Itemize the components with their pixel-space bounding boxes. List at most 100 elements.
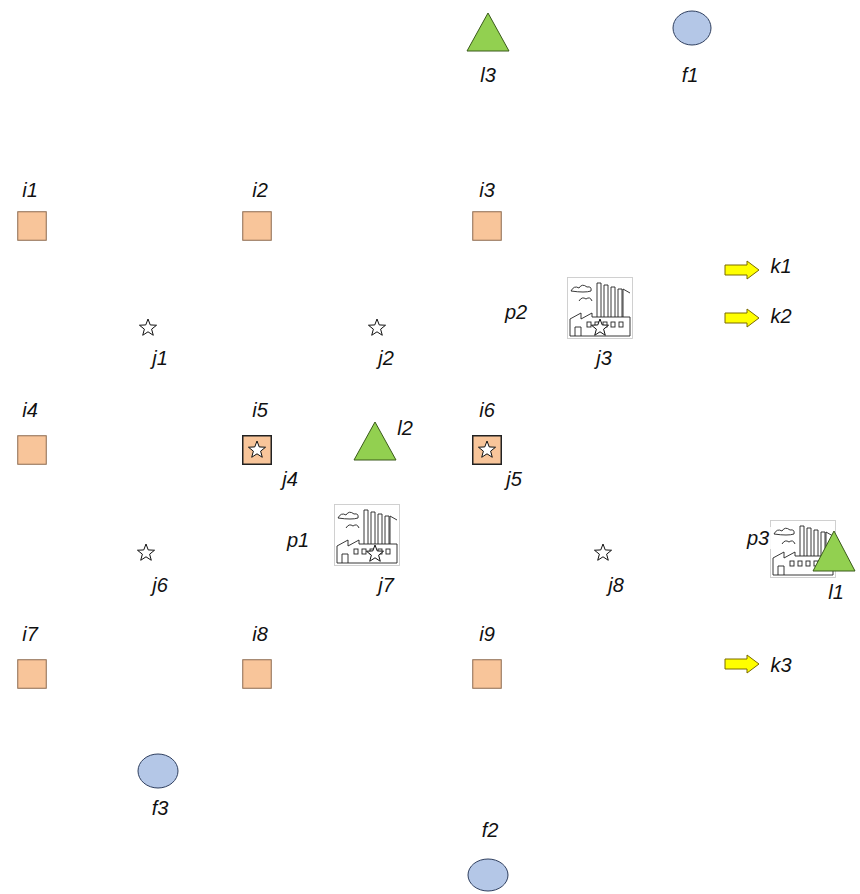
plant-icon: p1j7 bbox=[334, 504, 400, 566]
node-label: f3 bbox=[150, 797, 171, 819]
node-label: l1 bbox=[826, 581, 846, 603]
node-label: l3 bbox=[478, 64, 498, 86]
landmark-triangle-shape bbox=[353, 421, 397, 461]
candidate-star-outline bbox=[478, 441, 495, 457]
entry-arrow: k2 bbox=[724, 308, 760, 328]
candidate-star: j2 bbox=[367, 317, 387, 337]
node-label: l2 bbox=[395, 417, 415, 439]
site-square-outline bbox=[473, 660, 502, 689]
site-square: i8 bbox=[242, 659, 272, 689]
site-square: i1 bbox=[17, 211, 47, 241]
site-square: i4 bbox=[17, 435, 47, 465]
node-label: j8 bbox=[606, 574, 626, 596]
site-square-shape bbox=[17, 659, 47, 689]
node-label: j4 bbox=[280, 468, 300, 490]
site-square: i3 bbox=[472, 211, 502, 241]
candidate-star: j7 bbox=[365, 543, 385, 563]
site-square-shape bbox=[242, 211, 272, 241]
candidate-star-shape bbox=[136, 542, 156, 562]
node-label: j7 bbox=[376, 574, 396, 596]
landmark-triangle-shape bbox=[812, 530, 856, 572]
entry-arrow: k1 bbox=[724, 260, 760, 280]
facility-circle-shape bbox=[467, 858, 509, 892]
node-label: f1 bbox=[680, 64, 701, 86]
landmark-triangle-outline bbox=[467, 13, 509, 51]
site-square: i2 bbox=[242, 211, 272, 241]
site-square-outline bbox=[473, 212, 502, 241]
plant-drawing bbox=[568, 278, 633, 339]
candidate-star: j5 bbox=[477, 439, 497, 459]
candidate-star-outline bbox=[591, 319, 608, 335]
candidate-star-outline bbox=[594, 544, 611, 560]
node-label: p1 bbox=[285, 529, 311, 551]
candidate-star: j6 bbox=[136, 542, 156, 562]
node-label: i1 bbox=[20, 179, 40, 201]
entry-arrow: k3 bbox=[724, 654, 760, 674]
site-square: i9 bbox=[472, 659, 502, 689]
site-square-outline bbox=[473, 436, 502, 465]
facility-circle: f2 bbox=[467, 858, 509, 892]
candidate-star-shape bbox=[593, 542, 613, 562]
candidate-star-shape bbox=[247, 439, 267, 459]
candidate-star-shape bbox=[138, 317, 158, 337]
node-label: j1 bbox=[150, 347, 170, 369]
candidate-star-outline bbox=[139, 319, 156, 335]
landmark-triangle-shape bbox=[466, 12, 510, 52]
entry-arrow-outline bbox=[725, 261, 759, 279]
node-label: k1 bbox=[768, 255, 793, 277]
plant-drawing bbox=[335, 505, 400, 566]
landmark-triangle: l1 bbox=[812, 530, 856, 572]
plant-icon-shape bbox=[334, 504, 400, 566]
node-label: j2 bbox=[376, 347, 396, 369]
site-square-shape bbox=[17, 435, 47, 465]
node-label: i9 bbox=[477, 623, 497, 645]
plant-icon: p3l1 bbox=[770, 520, 836, 578]
node-label: i4 bbox=[20, 399, 40, 421]
candidate-star-outline bbox=[368, 319, 385, 335]
candidate-star: j3 bbox=[590, 317, 610, 337]
landmark-triangle-outline bbox=[354, 422, 396, 460]
candidate-star-shape bbox=[477, 439, 497, 459]
node-label: i5 bbox=[250, 399, 270, 421]
node-label: k3 bbox=[768, 654, 793, 676]
facility-circle-outline bbox=[673, 11, 711, 45]
entry-arrow-shape bbox=[724, 308, 760, 328]
entry-arrow-outline bbox=[725, 309, 759, 327]
node-label: j6 bbox=[150, 574, 170, 596]
node-label: j3 bbox=[594, 347, 614, 369]
node-label: i2 bbox=[250, 179, 270, 201]
candidate-star-shape bbox=[590, 317, 610, 337]
candidate-star: j8 bbox=[593, 542, 613, 562]
site-square-outline bbox=[243, 212, 272, 241]
plant-icon: p2j3 bbox=[567, 277, 633, 339]
site-square: i7 bbox=[17, 659, 47, 689]
site-square-outline bbox=[18, 660, 47, 689]
candidate-star-outline bbox=[366, 545, 383, 561]
node-label: i6 bbox=[477, 399, 497, 421]
node-label: i7 bbox=[20, 623, 40, 645]
facility-circle-shape bbox=[137, 753, 179, 789]
node-label: p2 bbox=[503, 301, 529, 323]
landmark-triangle: l3 bbox=[466, 12, 510, 52]
node-label: p3 bbox=[745, 527, 771, 549]
node-label: i3 bbox=[477, 179, 497, 201]
facility-circle-outline bbox=[138, 754, 178, 788]
site-square-shape bbox=[472, 659, 502, 689]
facility-circle: f1 bbox=[672, 10, 712, 46]
node-label: k2 bbox=[768, 305, 793, 327]
site-square-shape bbox=[17, 211, 47, 241]
site-square-outline bbox=[243, 436, 272, 465]
entry-arrow-outline bbox=[725, 655, 759, 673]
site-square-outline bbox=[18, 212, 47, 241]
site-square-outline bbox=[243, 660, 272, 689]
site-square-shape bbox=[242, 659, 272, 689]
site-square-shape bbox=[472, 211, 502, 241]
candidate-star-outline bbox=[137, 544, 154, 560]
candidate-star-outline bbox=[248, 441, 265, 457]
node-label: f2 bbox=[480, 819, 501, 841]
site-square-outline bbox=[18, 436, 47, 465]
entry-arrow-shape bbox=[724, 654, 760, 674]
facility-circle-outline bbox=[468, 859, 508, 891]
candidate-star-shape bbox=[367, 317, 387, 337]
